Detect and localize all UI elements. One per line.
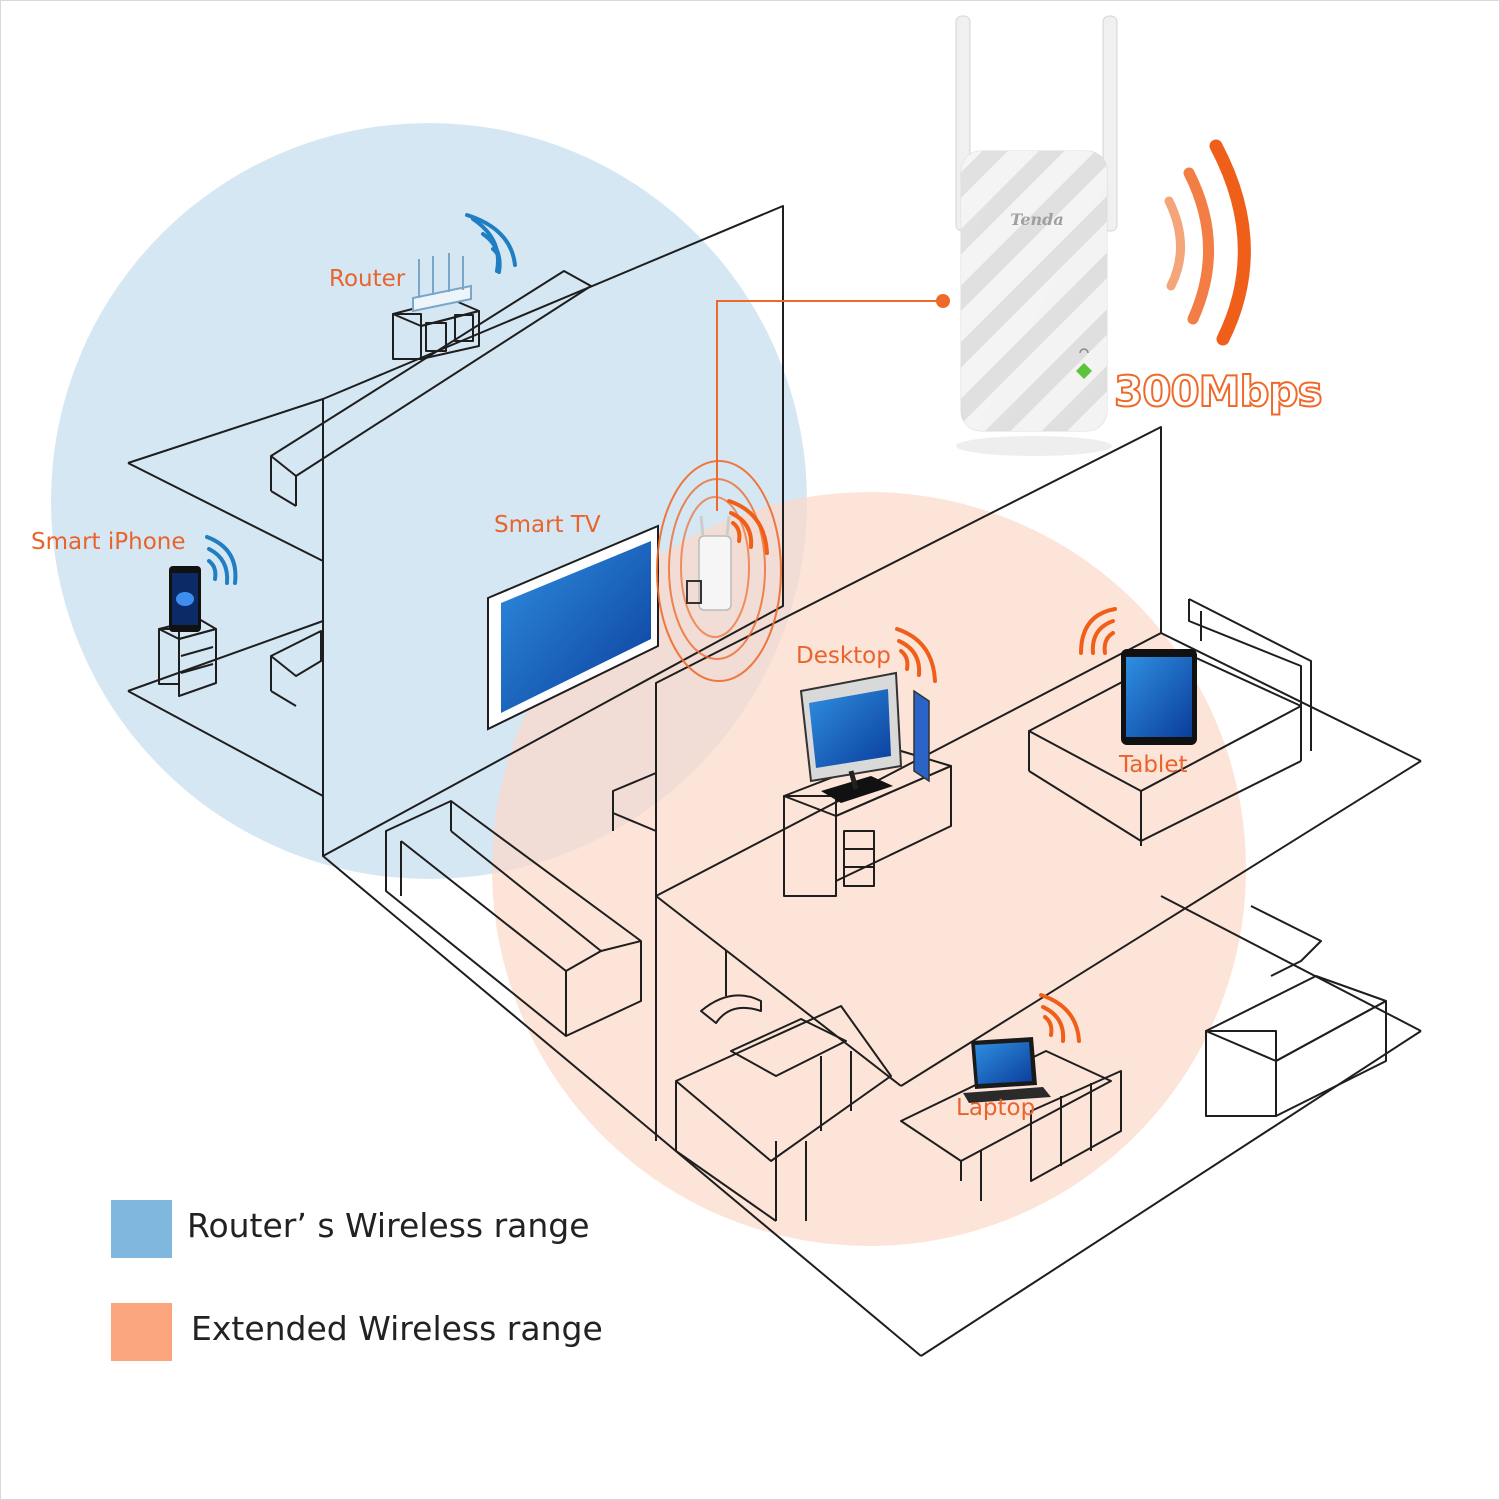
label-desktop: Desktop bbox=[796, 643, 891, 669]
extender-brand-logo: Tenda bbox=[1010, 210, 1063, 229]
label-smart-tv: Smart TV bbox=[494, 512, 601, 538]
legend-swatch-orange bbox=[111, 1303, 172, 1361]
tablet-icon bbox=[1121, 649, 1197, 745]
callout-connector bbox=[716, 294, 950, 511]
legend-swatch-blue bbox=[111, 1200, 172, 1258]
extender-product-large bbox=[955, 15, 1118, 456]
wifi-signal-icon bbox=[727, 499, 769, 555]
wifi-signal-icon bbox=[465, 213, 517, 274]
laptop-icon bbox=[963, 1037, 1051, 1103]
wifi-signal-icon bbox=[205, 535, 238, 585]
router-icon bbox=[412, 253, 472, 313]
extended-range-circle bbox=[492, 492, 1246, 1246]
wifi-signal-icon bbox=[895, 627, 937, 683]
label-tablet: Tablet bbox=[1119, 752, 1188, 778]
smartphone-icon bbox=[169, 566, 201, 632]
wifi-signal-icon bbox=[1039, 993, 1081, 1043]
extender-speed-label: 300Mbps bbox=[1113, 366, 1324, 417]
wifi-signal-icon bbox=[1079, 607, 1117, 655]
floorplan-lines bbox=[127, 205, 1422, 1357]
legend-label: Router’ s Wireless range bbox=[187, 1206, 590, 1245]
desktop-monitor-icon bbox=[799, 671, 930, 803]
range-extender-icon bbox=[686, 515, 732, 611]
label-laptop: Laptop bbox=[956, 1095, 1036, 1121]
label-router: Router bbox=[329, 266, 406, 292]
tv-icon bbox=[487, 524, 659, 731]
legend-label: Extended Wireless range bbox=[191, 1309, 603, 1348]
wifi-signal-icon bbox=[1164, 139, 1251, 346]
label-smart-iphone: Smart iPhone bbox=[31, 529, 186, 555]
